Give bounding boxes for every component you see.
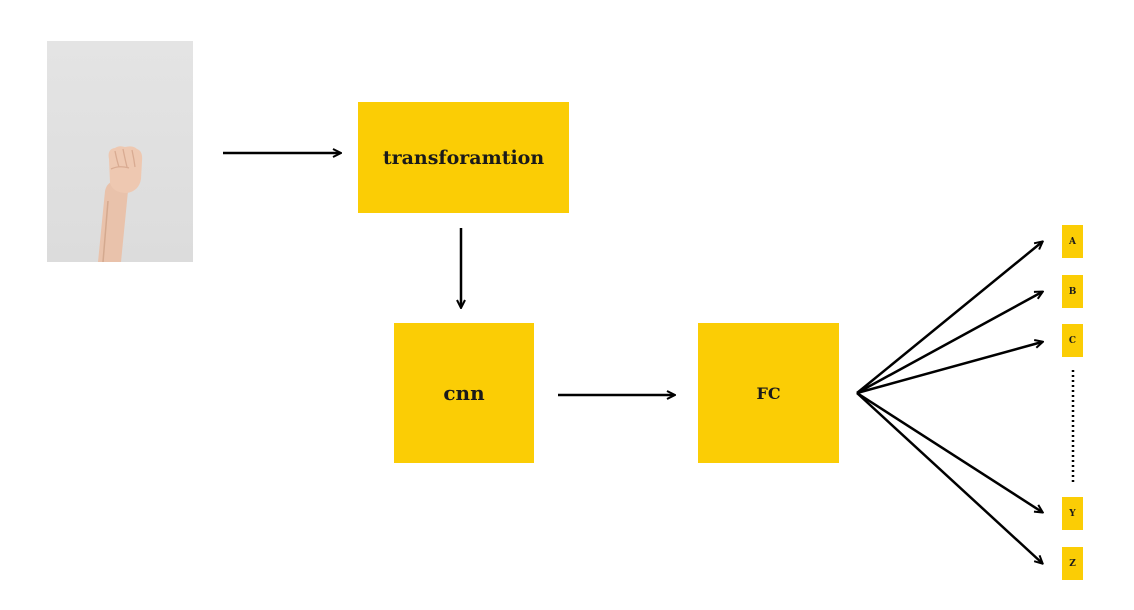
arrow-fc-to-y	[856, 391, 1042, 512]
raised-fist-icon	[98, 146, 143, 262]
class-label-c: C	[1068, 335, 1077, 346]
fc-box: FC	[698, 323, 839, 463]
class-label-a: A	[1069, 236, 1076, 247]
class-label-y: Y	[1069, 508, 1076, 519]
class-box-a: A	[1062, 225, 1083, 258]
arrow-fc-to-c	[856, 342, 1042, 395]
arrow-fc-to-z	[856, 392, 1042, 563]
class-box-z: Z	[1062, 547, 1083, 580]
class-box-c: C	[1062, 324, 1083, 357]
cnn-box: cnn	[394, 323, 534, 463]
arrow-fc-to-a	[856, 242, 1042, 394]
class-box-b: B	[1062, 275, 1083, 308]
fc-label: FC	[756, 383, 781, 403]
transformation-box: transforamtion	[358, 102, 569, 213]
class-label-b: B	[1068, 286, 1077, 297]
class-box-y: Y	[1062, 497, 1083, 530]
cnn-label: cnn	[443, 381, 485, 405]
class-label-z: Z	[1069, 558, 1076, 569]
arrow-fc-to-b	[856, 292, 1042, 395]
transformation-label: transforamtion	[382, 146, 545, 169]
input-hand-photo	[47, 41, 193, 262]
